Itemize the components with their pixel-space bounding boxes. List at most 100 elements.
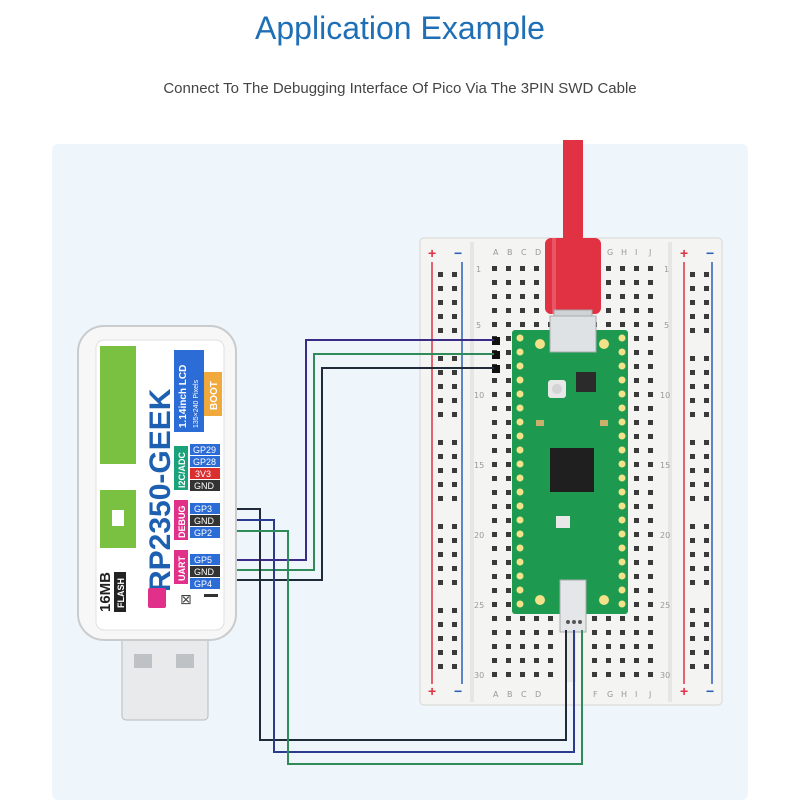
breadboard-hole (452, 370, 457, 375)
pin-gp28: GP28 (193, 457, 216, 467)
col-label-bottom-d: D (535, 690, 541, 699)
breadboard-hole (648, 392, 653, 397)
breadboard-hole (634, 322, 639, 327)
breadboard-hole (704, 412, 709, 417)
breadboard-hole (620, 308, 625, 313)
breadboard-hole (452, 664, 457, 669)
breadboard-hole (704, 468, 709, 473)
breadboard-hole (606, 308, 611, 313)
pin-gp29-bg (190, 444, 220, 455)
pico-pin (618, 586, 626, 594)
breadboard-hole (548, 644, 553, 649)
breadboard-hole (620, 644, 625, 649)
breadboard-hole (648, 434, 653, 439)
breadboard-hole (534, 644, 539, 649)
breadboard-hole (690, 538, 695, 543)
breadboard-hole (492, 672, 497, 677)
breadboard-hole (648, 322, 653, 327)
breadboard-hole (648, 588, 653, 593)
row-num-right-1: 1 (664, 265, 669, 274)
pico-pin (618, 418, 626, 426)
breadboard-hole (548, 630, 553, 635)
breadboard-hole (620, 294, 625, 299)
breadboard-hole (648, 476, 653, 481)
breadboard-hole (534, 294, 539, 299)
debug-group-bg (174, 500, 188, 540)
wire-gp3-to-swd (214, 508, 567, 741)
breadboard-hole (492, 448, 497, 453)
breadboard-hole (492, 490, 497, 495)
breadboard-hole (704, 454, 709, 459)
pico-pin (618, 544, 626, 552)
breadboard-hole (606, 630, 611, 635)
breadboard-hole (452, 328, 457, 333)
breadboard-hole (492, 546, 497, 551)
breadboard-hole (634, 658, 639, 663)
pico-pin (516, 600, 524, 608)
breadboard-hole (506, 294, 511, 299)
pico-pin (516, 502, 524, 510)
breadboard-hole (438, 622, 443, 627)
rail-minus-top-left: − (454, 245, 462, 261)
pin-uart-gnd-bg (190, 566, 220, 577)
rail-minus-top-right: − (706, 245, 714, 261)
breadboard-hole (592, 616, 597, 621)
breadboard-hole (606, 266, 611, 271)
col-label-top-g: G (607, 248, 613, 257)
breadboard-hole (452, 468, 457, 473)
breadboard-hole (704, 524, 709, 529)
col-label-bottom-i: I (635, 690, 637, 699)
row-num-left-30: 30 (474, 671, 484, 680)
breadboard-hole (606, 658, 611, 663)
lcd-resolution: 135×240 Pixels (193, 379, 200, 428)
rail-plus-bottom-left: + (428, 683, 436, 699)
boot-button[interactable]: BOOT (209, 381, 220, 410)
breadboard-hole (648, 462, 653, 467)
breadboard-hole (438, 398, 443, 403)
breadboard-hole (634, 630, 639, 635)
breadboard-hole (620, 322, 625, 327)
pico-pin (516, 572, 524, 580)
pico-pin (516, 446, 524, 454)
breadboard-hole (634, 504, 639, 509)
breadboard-hole (520, 616, 525, 621)
breadboard-hole (452, 622, 457, 627)
breadboard-hole (438, 328, 443, 333)
pico-pin (618, 600, 626, 608)
breadboard-hole (534, 630, 539, 635)
breadboard-hole (506, 448, 511, 453)
breadboard-hole (648, 672, 653, 677)
wire-uart-gnd-to-breadboard (214, 353, 494, 571)
breadboard-hole (592, 630, 597, 635)
pico-pin (618, 446, 626, 454)
row-num-left-1: 1 (476, 265, 481, 274)
breadboard-hole (506, 364, 511, 369)
breadboard-hole (634, 308, 639, 313)
pin-3v3-bg (190, 468, 220, 479)
breadboard-hole (690, 622, 695, 627)
breadboard-hole (438, 482, 443, 487)
pin-i2c-gnd-bg (190, 480, 220, 491)
breadboard-hole (506, 420, 511, 425)
breadboard-hole (452, 398, 457, 403)
breadboard-hole (690, 412, 695, 417)
breadboard-hole (648, 448, 653, 453)
breadboard-hole (648, 308, 653, 313)
breadboard-hole (506, 672, 511, 677)
breadboard-hole (648, 518, 653, 523)
breadboard-hole (506, 532, 511, 537)
breadboard-hole (492, 560, 497, 565)
pin-debug-gnd-bg (190, 515, 220, 526)
breadboard-hole (452, 300, 457, 305)
row-num-right-30: 30 (660, 671, 670, 680)
col-label-top-h: H (621, 248, 627, 257)
uart-group-label: UART (177, 556, 187, 581)
breadboard-hole (534, 308, 539, 313)
breadboard-hole (634, 462, 639, 467)
breadboard-hole (620, 672, 625, 677)
cable-plug-housing (545, 238, 601, 314)
pin-debug-gnd: GND (194, 516, 215, 526)
pico-pin (618, 530, 626, 538)
breadboard-hole (704, 356, 709, 361)
breadboard-hole (534, 658, 539, 663)
